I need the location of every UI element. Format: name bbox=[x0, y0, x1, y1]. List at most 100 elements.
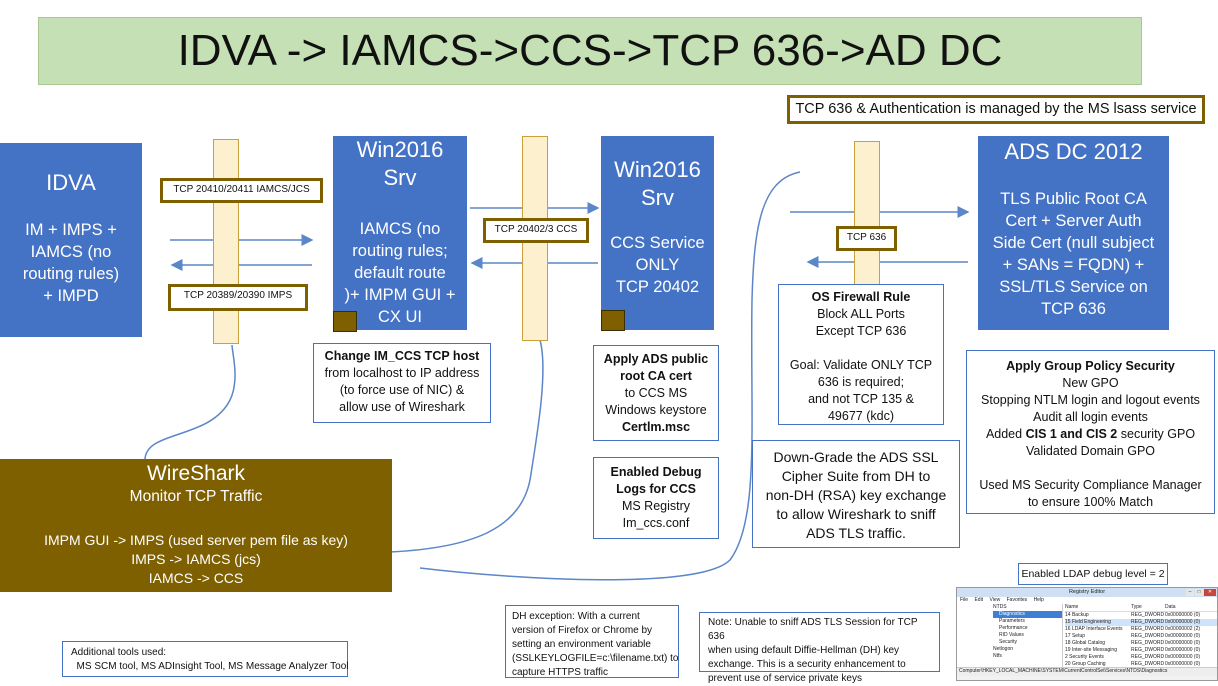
gpo-line: Used MS Security Compliance Manager bbox=[979, 478, 1202, 492]
dh-exception-line: capture HTTPS traffic bbox=[512, 667, 608, 678]
idva-line: routing rules) bbox=[22, 265, 120, 283]
apply-ads-heading: Apply ADS public bbox=[603, 352, 709, 366]
wireshark-tap-ccs bbox=[389, 339, 544, 553]
dh-exception-line: version of Firefox or Chrome by bbox=[512, 625, 653, 636]
firewall-rule-note: OS Firewall Rule Block ALL Ports Except … bbox=[778, 284, 944, 425]
apply-ads-line: Windows keystore bbox=[605, 403, 707, 417]
win2016-iamcs-box: Win2016 Srv IAMCS (no routing rules; def… bbox=[333, 136, 467, 330]
gpo-cis-bold: CIS 1 and CIS 2 bbox=[1025, 427, 1118, 441]
tcp-label-ccs: TCP 20402/3 CCS bbox=[483, 218, 589, 243]
tcp-label-iamcs-jcs: TCP 20410/20411 IAMCS/JCS bbox=[160, 178, 323, 203]
wireshark-line: IMPM GUI -> IMPS (used server pem file a… bbox=[44, 532, 348, 548]
debug-logs-note: Enabled Debug Logs for CCS MS Registry I… bbox=[593, 457, 719, 539]
menu-item: View bbox=[989, 597, 1001, 603]
firewall-line: and not TCP 135 & bbox=[808, 392, 914, 406]
maximize-icon: □ bbox=[1195, 589, 1203, 596]
page-title: IDVA -> IAMCS->CCS->TCP 636->AD DC bbox=[38, 17, 1142, 85]
firewall-line bbox=[779, 340, 943, 357]
column-header: Name bbox=[1065, 604, 1079, 610]
apply-ads-cert-note: Apply ADS public root CA cert to CCS MS … bbox=[593, 345, 719, 441]
wireshark-marker bbox=[601, 310, 625, 331]
registry-header-row: Name Type Data bbox=[1065, 604, 1217, 612]
lsass-note: TCP 636 & Authentication is managed by t… bbox=[787, 95, 1205, 124]
gpo-line: to ensure 100% Match bbox=[1027, 495, 1154, 509]
dh-note: Note: Unable to sniff ADS TLS Session fo… bbox=[699, 612, 940, 684]
wireshark-line: IMPS -> IAMCS (jcs) bbox=[131, 551, 261, 567]
ads-dc-line: + SANs = FQDN) + bbox=[1002, 256, 1145, 274]
ads-dc-box: ADS DC 2012 TLS Public Root CA Cert + Se… bbox=[978, 136, 1169, 330]
change-ccs-note: Change IM_CCS TCP host from localhost to… bbox=[313, 343, 491, 423]
win2016-ccs-line: CCS Service bbox=[610, 234, 705, 252]
dh-note-line: when using default Diffie-Hellman (DH) k… bbox=[708, 645, 900, 656]
gpo-line: Audit all login events bbox=[1033, 410, 1148, 424]
tree-node: Security bbox=[999, 639, 1018, 645]
registry-editor-menubar: File Edit View Favorites Help bbox=[957, 597, 1217, 604]
win2016-iamcs-line: )+ IMPM GUI + bbox=[344, 286, 456, 304]
gpo-line: Stopping NTLM login and logout events bbox=[981, 393, 1200, 407]
ads-dc-line: TLS Public Root CA bbox=[1000, 190, 1147, 208]
win2016-ccs-heading: Win2016 bbox=[614, 157, 701, 182]
minimize-icon: – bbox=[1186, 589, 1194, 596]
dh-exception-line: DH exception: With a current bbox=[512, 611, 640, 622]
menu-item: Favorites bbox=[1006, 597, 1028, 603]
downgrade-line: ADS TLS traffic. bbox=[806, 525, 906, 541]
tree-node: Diagnostics bbox=[993, 611, 1062, 618]
idva-line: IM + IMPS + bbox=[25, 221, 117, 239]
win2016-ccs-line: ONLY bbox=[635, 256, 680, 274]
win2016-iamcs-line: IAMCS (no bbox=[359, 220, 441, 238]
registry-editor-window: Registry Editor ✕ □ – File Edit View Fav… bbox=[956, 587, 1218, 681]
change-ccs-line: from localhost to IP address bbox=[324, 366, 480, 380]
tree-node: Parameters bbox=[999, 618, 1025, 624]
gpo-line: New GPO bbox=[1062, 376, 1119, 390]
additional-tools-line: Additional tools used: bbox=[71, 647, 167, 658]
menu-item: Edit bbox=[974, 597, 984, 603]
firewall-line: Except TCP 636 bbox=[815, 324, 907, 338]
network-pipe-idva bbox=[213, 139, 239, 344]
firewall-line: Goal: Validate ONLY TCP bbox=[789, 358, 933, 372]
ads-dc-heading: ADS DC 2012 bbox=[1004, 139, 1143, 164]
win2016-iamcs-heading: Win2016 bbox=[356, 137, 444, 162]
win2016-ccs-heading: Srv bbox=[641, 185, 674, 210]
gpo-heading: Apply Group Policy Security bbox=[1006, 359, 1175, 373]
debug-logs-heading: Logs for CCS bbox=[616, 482, 696, 496]
column-header: Type bbox=[1131, 604, 1142, 610]
win2016-ccs-box: Win2016 Srv CCS Service ONLY TCP 20402 bbox=[601, 136, 714, 330]
dh-note-line: exchange. This is a security enhancement… bbox=[708, 659, 906, 670]
wireshark-box: WireShark Monitor TCP Traffic IMPM GUI -… bbox=[0, 459, 392, 592]
win2016-iamcs-heading: Srv bbox=[383, 165, 417, 190]
group-policy-note: Apply Group Policy Security New GPO Stop… bbox=[966, 350, 1215, 514]
ldap-debug-note: Enabled LDAP debug level = 2 bbox=[1018, 563, 1168, 585]
additional-tools-note: Additional tools used: MS SCM tool, MS A… bbox=[62, 641, 349, 677]
registry-tree: NTDS Diagnostics Parameters Performance … bbox=[957, 604, 1063, 667]
gpo-line-cis: Added CIS 1 and CIS 2 security GPO bbox=[967, 426, 1214, 443]
tcp-label-ldaps: TCP 636 bbox=[836, 226, 897, 251]
win2016-iamcs-line: routing rules; bbox=[352, 242, 448, 260]
dh-note-line: prevent use of service private keys bbox=[708, 673, 862, 684]
tcp-label-imps: TCP 20389/20390 IMPS bbox=[168, 284, 308, 311]
tree-node: Performance bbox=[999, 625, 1028, 631]
registry-editor-titlebar: Registry Editor ✕ □ – bbox=[957, 588, 1217, 597]
firewall-line: 49677 (kdc) bbox=[827, 409, 894, 423]
win2016-iamcs-line: default route bbox=[354, 264, 446, 282]
wireshark-subheading: Monitor TCP Traffic bbox=[129, 488, 263, 505]
column-header: Data bbox=[1165, 604, 1176, 610]
gpo-line: Validated Domain GPO bbox=[1026, 444, 1155, 458]
registry-editor-body: NTDS Diagnostics Parameters Performance … bbox=[957, 604, 1217, 667]
ads-dc-line: Cert + Server Auth bbox=[1005, 212, 1142, 230]
win2016-iamcs-line: CX UI bbox=[377, 308, 422, 326]
tree-node: Netlogon bbox=[993, 646, 1014, 652]
downgrade-line: non-DH (RSA) key exchange bbox=[765, 487, 947, 503]
firewall-heading: OS Firewall Rule bbox=[811, 290, 911, 304]
dh-note-line: Note: Unable to sniff ADS TLS Session fo… bbox=[708, 617, 918, 642]
ads-dc-line: SSL/TLS Service on bbox=[999, 278, 1148, 296]
registry-status-bar: Computer\HKEY_LOCAL_MACHINE\SYSTEM\Curre… bbox=[957, 667, 1217, 676]
idva-line: + IMPD bbox=[43, 287, 99, 305]
wireshark-heading: WireShark bbox=[146, 462, 246, 485]
change-ccs-line: (to force use of NIC) & bbox=[339, 383, 465, 397]
dh-exception-line: setting an environment variable bbox=[512, 639, 651, 650]
